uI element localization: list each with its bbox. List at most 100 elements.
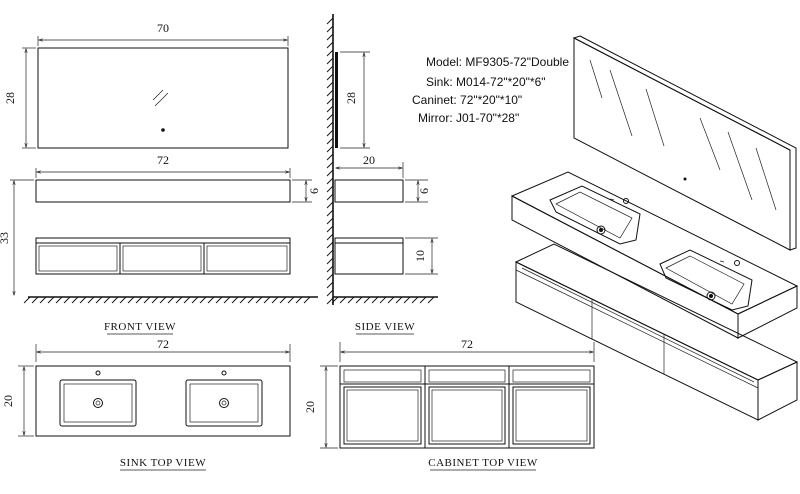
hatch-line: [23, 296, 31, 304]
hatch-line: [326, 201, 334, 209]
hatch-line: [167, 296, 175, 304]
spec-model: Model: MF9305-72"Double: [426, 55, 569, 69]
hatch-line: [151, 296, 159, 304]
hatch-line: [326, 177, 334, 185]
hatch-line: [326, 241, 334, 249]
hatch-line: [326, 257, 334, 265]
hatch-line: [326, 113, 334, 121]
hatch-line: [326, 233, 334, 241]
hatch-line: [215, 296, 223, 304]
hatch-line: [111, 296, 119, 304]
side-cabinet-height-label: 10: [413, 250, 427, 262]
hatch-line: [239, 296, 247, 304]
hatch-line: [303, 296, 311, 304]
hatch-line: [419, 296, 427, 304]
hatch-line: [71, 296, 79, 304]
hatch-line: [326, 193, 334, 201]
iso-sink: [510, 171, 799, 339]
hatch-line: [295, 296, 303, 304]
hatch-line: [39, 296, 47, 304]
front-view: 70 28 72 6 33 FRONT VIEW: [0, 21, 321, 335]
side-view-caption: SIDE VIEW: [355, 321, 415, 333]
hatch-line: [403, 296, 411, 304]
overall-height-label: 33: [0, 232, 11, 244]
hatch-line: [355, 296, 363, 304]
hatch-line: [326, 273, 334, 281]
hatch-line: [183, 296, 191, 304]
hatch-line: [135, 296, 143, 304]
cabinet-top-view: 72 20 CABINET TOP VIEW: [303, 337, 595, 471]
hatch-line: [326, 25, 334, 33]
hatch-line: [326, 41, 334, 49]
hatch-line: [326, 209, 334, 217]
front-view-caption: FRONT VIEW: [104, 321, 176, 333]
hatch-line: [326, 49, 334, 57]
hatch-line: [379, 296, 387, 304]
hatch-line: [79, 296, 87, 304]
hatch-line: [143, 296, 151, 304]
hatch-line: [31, 296, 39, 304]
hatch-line: [411, 296, 419, 304]
hatch-line: [395, 296, 403, 304]
hatch-line: [326, 225, 334, 233]
front-mirror: [37, 47, 289, 149]
hatch-line: [326, 137, 334, 145]
sink-thickness-label: 6: [307, 188, 321, 194]
front-cabinet: [35, 237, 291, 275]
sink-top-view: 72 20 SINK TOP VIEW: [1, 337, 291, 471]
hatch-line: [95, 296, 103, 304]
hatch-line: [326, 97, 334, 105]
hatch-line: [387, 296, 395, 304]
hatch-line: [326, 169, 334, 177]
sink-top-width-label: 72: [157, 337, 169, 351]
spec-block: Model: MF9305-72"Double Sink: M014-72"*2…: [412, 55, 569, 125]
side-sink-thickness-label: 6: [417, 188, 431, 194]
sink-top-outline: [35, 365, 291, 437]
hatch-line: [331, 296, 339, 304]
iso-mirror: [572, 35, 797, 251]
hatch-line: [326, 249, 334, 257]
hatch-line: [159, 296, 167, 304]
sink-width-label: 72: [157, 153, 169, 167]
side-view: 28 20 6 10 SIDE VIEW: [326, 14, 438, 335]
side-depth-label: 20: [363, 153, 375, 167]
hatch-line: [231, 296, 239, 304]
hatch-line: [175, 296, 183, 304]
hatch-line: [326, 73, 334, 81]
sink-top-basin-left: [59, 379, 137, 427]
hatch-line: [127, 296, 135, 304]
side-mirror: [335, 52, 338, 148]
hatch-line: [326, 33, 334, 41]
hatch-line: [347, 296, 355, 304]
sink-top-view-caption: SINK TOP VIEW: [120, 457, 206, 469]
sink-top-depth-label: 20: [1, 395, 15, 407]
mirror-width-label: 70: [157, 21, 169, 35]
hatch-line: [326, 121, 334, 129]
cabinet-top-width-label: 72: [461, 337, 473, 351]
hatch-line: [363, 296, 371, 304]
hatch-line: [371, 296, 379, 304]
hatch-line: [263, 296, 271, 304]
hatch-line: [255, 296, 263, 304]
hatch-line: [326, 145, 334, 153]
side-mirror-height-label: 28: [344, 92, 358, 104]
hatch-line: [339, 296, 347, 304]
hatch-line: [326, 129, 334, 137]
hatch-line: [247, 296, 255, 304]
hatch-line: [326, 281, 334, 289]
hatch-line: [63, 296, 71, 304]
hatch-line: [207, 296, 215, 304]
sink-top-basin-right: [185, 379, 263, 427]
hatch-line: [326, 89, 334, 97]
hatch-line: [326, 81, 334, 89]
hatch-line: [191, 296, 199, 304]
hatch-line: [427, 296, 435, 304]
hatch-line: [55, 296, 63, 304]
hatch-line: [271, 296, 279, 304]
hatch-line: [326, 57, 334, 65]
front-sink-slab: [35, 179, 291, 203]
hatch-line: [287, 296, 295, 304]
mirror-touch-sensor: [161, 128, 165, 132]
side-sink-slab: [334, 179, 404, 203]
